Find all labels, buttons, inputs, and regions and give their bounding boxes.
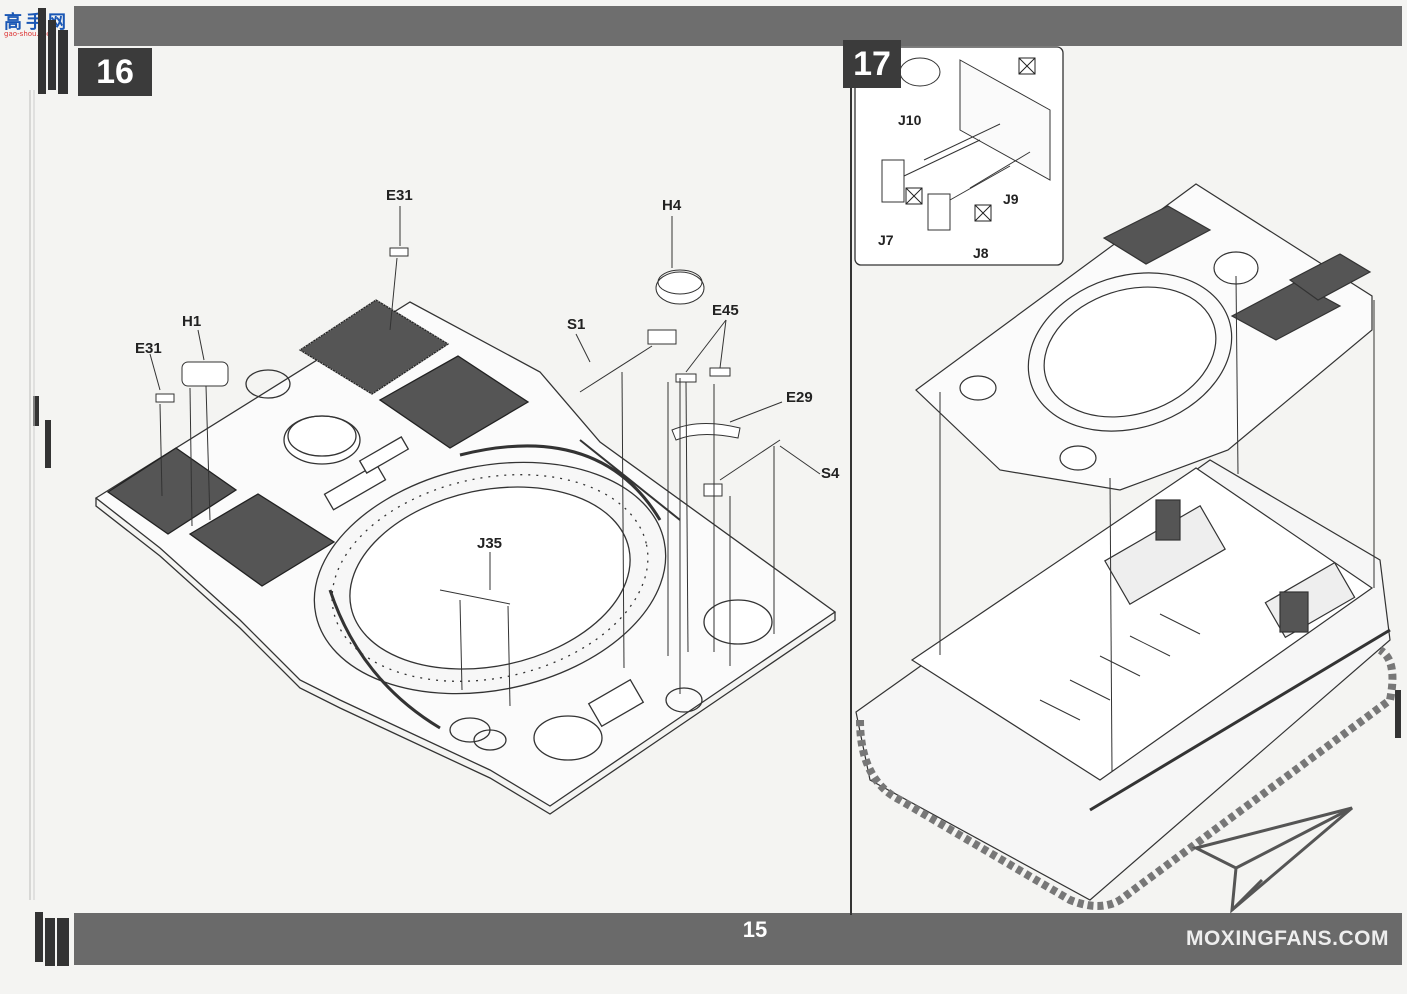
part-label-e29: E29: [786, 389, 813, 406]
part-label-j8: J8: [973, 245, 989, 261]
part-label-j9: J9: [1003, 191, 1019, 207]
paper-plane-logo-icon: [1191, 806, 1353, 914]
part-label-s1: S1: [567, 316, 586, 333]
step17-leaders: [939, 275, 1375, 773]
brand-watermark: MOXINGFANS.COM: [1185, 927, 1389, 950]
page-edge-marks: [33, 8, 1401, 966]
part-label-e31-top: E31: [386, 187, 413, 204]
step16-leaders: [149, 206, 821, 707]
bottom-band: [74, 913, 1402, 965]
step17-inset-drawing: [881, 57, 1051, 231]
part-label-s4: S4: [821, 465, 840, 482]
part-label-h1: H1: [182, 313, 202, 330]
step17-deck: [915, 183, 1373, 491]
no-glue-icon: [905, 57, 1036, 222]
part-label-h4: H4: [662, 197, 682, 214]
part-label-e31-left: E31: [135, 340, 162, 357]
part-label-e45: E45: [712, 302, 739, 319]
step16-deck-plate: [94, 299, 837, 815]
part-label-j10: J10: [898, 112, 922, 128]
site-logo-url: gao-shou.com: [4, 30, 54, 38]
page-number: 15: [742, 917, 768, 942]
step17-hull: [855, 459, 1397, 910]
top-band: [74, 6, 1402, 46]
part-label-j7: J7: [878, 232, 894, 248]
step-number-16: 16: [78, 48, 152, 96]
step-number-17: 17: [843, 40, 901, 88]
part-label-j35: J35: [477, 535, 503, 552]
